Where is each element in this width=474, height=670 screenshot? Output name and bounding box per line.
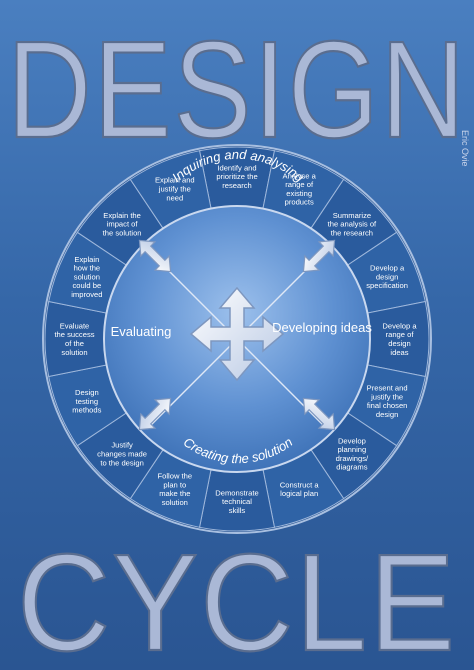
segment-label-line: justify the (370, 392, 403, 401)
phase-developing: Developing ideas (272, 320, 372, 335)
segment-label-line: improved (71, 290, 102, 299)
segment-label-line: existing (286, 189, 312, 198)
segment-label-line: testing (76, 397, 98, 406)
title-design: DESIGN (7, 13, 467, 167)
segment-label-line: the solution (103, 228, 142, 237)
diagonal-arrow-icon (302, 239, 336, 273)
segment-label-line: range of (285, 180, 314, 189)
segment-label-line: need (166, 193, 183, 202)
segment-label-line: Design (75, 388, 99, 397)
segment-label-line: logical plan (280, 489, 318, 498)
segment-label-line: design (376, 272, 398, 281)
segment-label-line: methods (72, 406, 101, 415)
segment-label-line: changes made (97, 450, 147, 459)
segment-label-line: Construct a (280, 480, 320, 489)
diagonal-arrow-icon (302, 397, 336, 431)
segment-label-line: to the design (100, 458, 144, 467)
title-cycle: CYCLE (17, 526, 457, 670)
center-cross-arrow-icon (189, 286, 285, 382)
segment-label-line: range of (386, 330, 415, 339)
segment-label-line: specification (366, 281, 408, 290)
segment-label-line: design (376, 410, 398, 419)
segment-label-line: make the (159, 489, 190, 498)
diagonal-arrow-icon (138, 397, 172, 431)
author-credit: Eric Ovie (460, 130, 470, 167)
segment-label-line: ideas (390, 348, 408, 357)
segment-label-line: products (285, 198, 314, 207)
segment-label-line: impact of (107, 220, 139, 229)
diagonal-arrow-icon (138, 239, 172, 273)
segment-label-line: Justify (111, 441, 133, 450)
segment-label-line: solution (74, 272, 100, 281)
segment-label-line: Demonstrate (215, 488, 258, 497)
segment-label-line: could be (73, 281, 102, 290)
segment-label-line: Develop (338, 436, 366, 445)
segment-label-line: final chosen (367, 401, 408, 410)
segment-label-line: Develop a (382, 321, 417, 330)
segment-label-line: skills (229, 506, 246, 515)
segment-label-line: Summarize (333, 211, 371, 220)
segment-label-line: Follow the (158, 472, 193, 481)
segment-label-line: drawings/ (336, 454, 369, 463)
segment-label-line: diagrams (336, 463, 367, 472)
segment-label-line: the analysis of (328, 220, 377, 229)
segment-label-line: plan to (163, 480, 186, 489)
segment-label-line: how the (74, 264, 101, 273)
segment-label-line: technical (222, 497, 252, 506)
segment-label-line: justify the (158, 184, 191, 193)
segment-label-line: Evaluate (60, 321, 90, 330)
segment-label-line: Develop a (370, 264, 405, 273)
segment-label-line: Identify and (217, 163, 256, 172)
segment-label-line: solution (162, 498, 188, 507)
segment-label-line: planning (338, 445, 367, 454)
phase-evaluating: Evaluating (111, 324, 172, 339)
segment-label-line: research (222, 181, 252, 190)
segment-label-line: design (388, 339, 410, 348)
segment-label-line: Present and (367, 384, 408, 393)
segment-label-line: the research (331, 228, 373, 237)
segment-label-line: prioritize the (216, 172, 257, 181)
segment-label-line: solution (61, 348, 87, 357)
segment-label-line: the success (54, 330, 94, 339)
segment-label-line: Explain the (103, 211, 141, 220)
segment-label-line: of the (65, 339, 84, 348)
segment-label-line: Explain and (155, 176, 195, 185)
segment-label-line: Explain (74, 255, 99, 264)
segment-label-line: Analyse a (283, 171, 317, 180)
